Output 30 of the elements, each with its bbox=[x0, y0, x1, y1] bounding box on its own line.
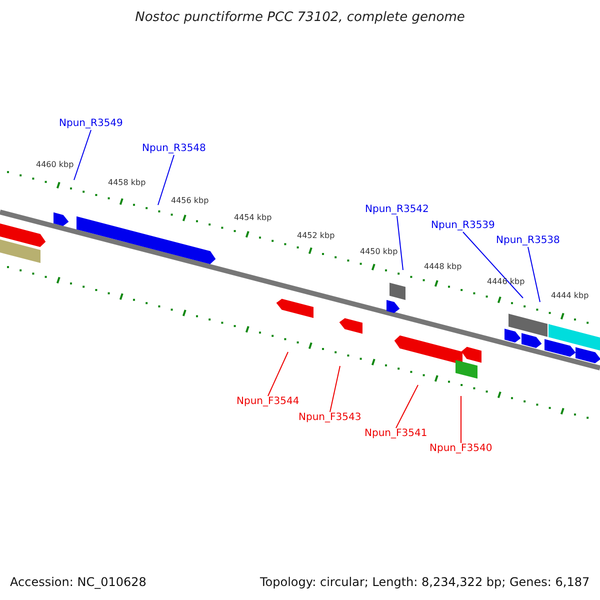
info-text: Topology: circular; Length: 8,234,322 bp; Genes: 6,187 bbox=[260, 575, 590, 590]
gene-label: Npun_R3548 bbox=[142, 143, 206, 155]
diagram-title: Nostoc punctiforme PCC 73102, complete genome bbox=[134, 10, 466, 26]
gene-label: Npun_R3539 bbox=[431, 220, 495, 232]
scale-label: 4456 kbp bbox=[171, 196, 209, 206]
scale-label: 4452 kbp bbox=[297, 231, 335, 241]
leader-line bbox=[396, 384, 418, 428]
info-text: Accession: NC_010628 bbox=[10, 575, 146, 590]
leader-line bbox=[74, 130, 92, 180]
leader-line bbox=[268, 352, 288, 396]
gene-label: Npun_F3540 bbox=[430, 443, 492, 455]
scale-label: 4448 kbp bbox=[424, 262, 462, 272]
scale-label: 4450 kbp bbox=[360, 247, 398, 257]
leader-line bbox=[330, 366, 340, 412]
leader-line bbox=[460, 396, 462, 444]
scale-label: 4446 kbp bbox=[487, 277, 525, 287]
leader-line bbox=[396, 216, 404, 270]
leader-line bbox=[528, 246, 540, 302]
gene-label: Npun_R3542 bbox=[365, 204, 429, 216]
gene-label: Npun_R3538 bbox=[496, 235, 560, 247]
leader-line bbox=[158, 154, 174, 206]
scale-label: 4454 kbp bbox=[234, 213, 272, 223]
scale-label: 4444 kbp bbox=[551, 291, 589, 301]
scale-label: 4458 kbp bbox=[108, 178, 146, 188]
scale-label: 4460 kbp bbox=[36, 160, 74, 170]
leader-line bbox=[462, 232, 524, 298]
gene-label: Npun_R3549 bbox=[59, 118, 123, 130]
gene-label: Npun_F3544 bbox=[236, 396, 300, 408]
gene-label: Npun_F3541 bbox=[364, 428, 428, 440]
gene-label: Npun_F3543 bbox=[298, 412, 362, 424]
